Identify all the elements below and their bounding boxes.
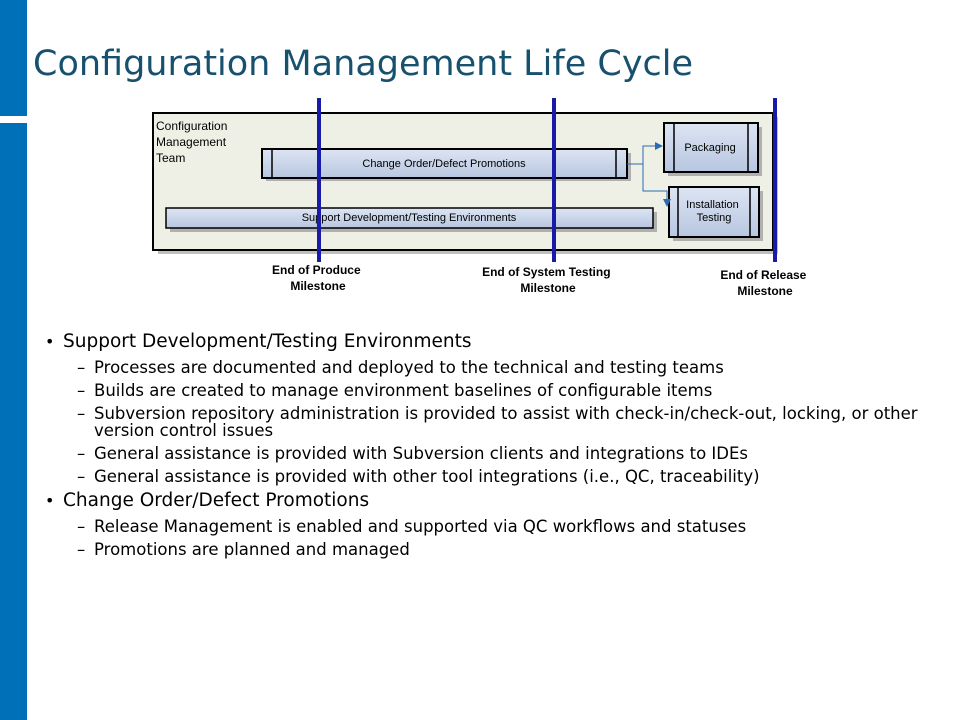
milestone-label-release: End of Release Milestone [720,268,809,298]
installation-testing-box [668,186,760,238]
arrow-to-installation [642,164,671,207]
sub-bullet-text: Builds are created to manage environment… [94,381,713,400]
change-order-bar [261,148,628,179]
lifecycle-diagram: Configuration Management Team Change Ord… [152,98,809,298]
team-label-line-3: Team [156,151,185,165]
milestone-label-produce: End of Produce Milestone [272,263,364,293]
slide-title: Configuration Management Life Cycle [33,44,694,84]
installation-testing-line-1: Installation [686,199,739,211]
arrow-to-packaging [627,142,663,165]
installation-testing-label: Installation Testing [686,199,742,224]
sub-bullet-item: –Subversion repository administration is… [77,405,945,439]
sub-bullet-text: Processes are documented and deployed to… [94,358,724,377]
sub-bullet-text: Subversion repository administration is … [94,404,918,440]
team-label: Configuration Management Team [156,119,231,165]
sub-bullet-text: General assistance is provided with othe… [94,467,760,486]
bullet-item: •Support Development/Testing Environment… [45,331,472,352]
bullet-group-support: •Support Development/Testing Environment… [45,330,945,485]
installation-testing-line-2: Testing [697,212,732,224]
packaging-label: Packaging [684,142,735,154]
sub-bullet-text: General assistance is provided with Subv… [94,444,749,463]
sub-bullet-text: Release Management is enabled and suppor… [94,517,747,536]
bullet-text: Change Order/Defect Promotions [63,490,370,511]
bullet-item: •Change Order/Defect Promotions [45,490,370,511]
sub-bullet-item: –General assistance is provided with oth… [77,468,945,485]
support-dev-bar [165,207,654,229]
sidebar-accent-bottom [0,123,27,720]
sub-bullet-item: –Processes are documented and deployed t… [77,359,945,376]
sub-bullet-item: –Builds are created to manage environmen… [77,382,945,399]
sidebar-accent-top [0,0,27,116]
sub-bullet-item: –Promotions are planned and managed [77,541,945,558]
sub-bullet-item: –Release Management is enabled and suppo… [77,518,945,535]
milestone-label-system-testing: End of System Testing Milestone [482,265,614,295]
support-dev-label: Support Development/Testing Environments [302,212,517,224]
packaging-box [663,122,759,173]
sub-bullet-text: Promotions are planned and managed [94,540,410,559]
bullet-text: Support Development/Testing Environments [63,331,472,352]
bullet-list: •Support Development/Testing Environment… [45,330,945,562]
team-label-line-2: Management [156,135,227,149]
team-label-line-1: Configuration [156,119,227,133]
change-order-label: Change Order/Defect Promotions [362,158,526,170]
bullet-group-change-order: •Change Order/Defect Promotions –Release… [45,489,945,558]
sub-bullet-item: –General assistance is provided with Sub… [77,445,945,462]
